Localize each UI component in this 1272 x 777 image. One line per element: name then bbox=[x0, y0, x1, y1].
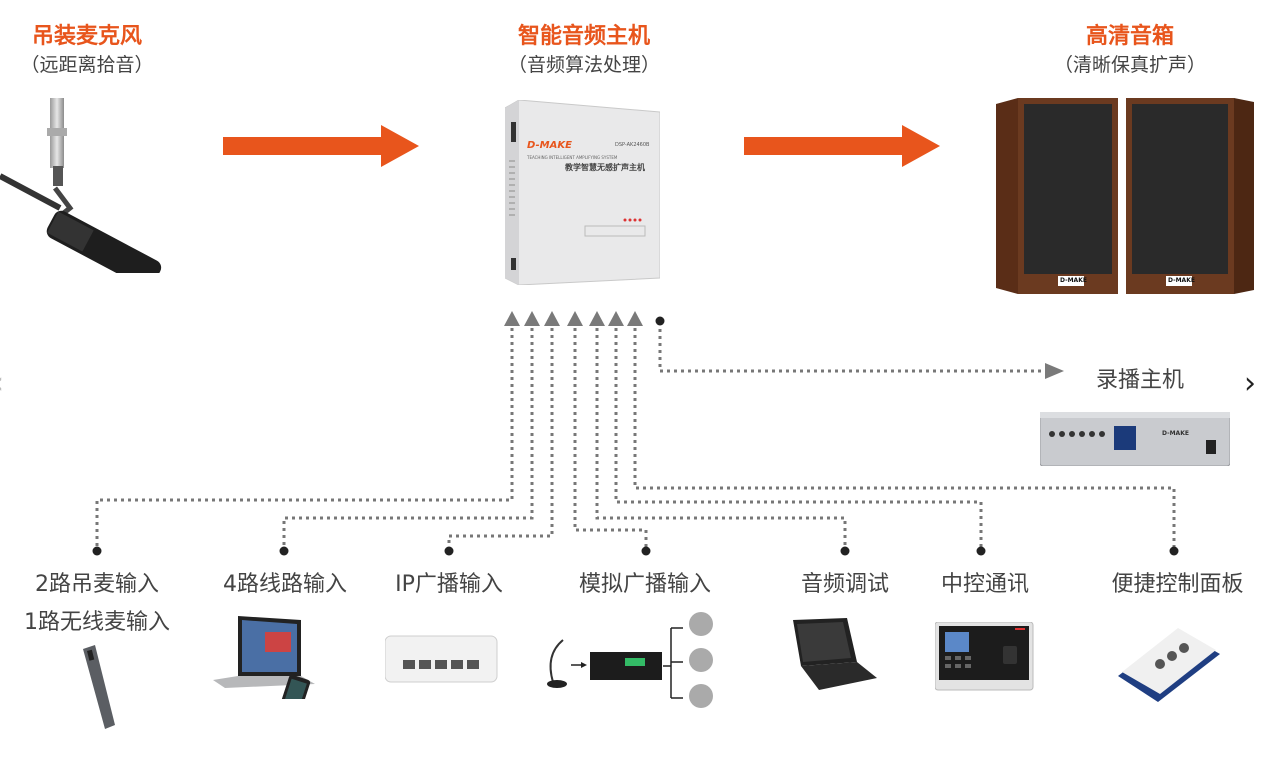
laptop-phone-image bbox=[213, 616, 315, 699]
host-subtitle: （音频算法处理） bbox=[507, 54, 660, 76]
arrow-mic-to-host bbox=[223, 125, 419, 167]
prev-arrow-icon[interactable]: ‹ bbox=[0, 366, 4, 401]
host-title: 智能音频主机 bbox=[517, 24, 650, 49]
speaker-title: 高清音箱 bbox=[1085, 24, 1174, 49]
recorder-device: D-MAKE bbox=[1040, 412, 1230, 466]
wireless-mic-image bbox=[83, 645, 115, 729]
central-control-terminal-image bbox=[935, 622, 1034, 691]
input-label-analog-broadcast: 模拟广播输入 bbox=[578, 572, 711, 597]
arrow-host-to-speaker bbox=[744, 125, 940, 167]
speaker-pair: D-MAKE D-MAKE bbox=[996, 98, 1258, 294]
speaker-subtitle: （清晰保真扩声） bbox=[1053, 54, 1206, 76]
input-label-ip-broadcast: IP广播输入 bbox=[395, 572, 503, 597]
input-label-mic: 2路吊麦输入 bbox=[35, 572, 159, 597]
host-model: DSP-AK2460B bbox=[615, 142, 650, 148]
input-label-central-control: 中控通讯 bbox=[940, 572, 1029, 597]
recorder-title: 录播主机 bbox=[1095, 368, 1184, 393]
speaker-right-brand: D-MAKE bbox=[1168, 277, 1195, 284]
input-label-control-panel: 便捷控制面板 bbox=[1111, 572, 1244, 597]
input-label-line: 4路线路输入 bbox=[223, 572, 347, 597]
mic-title: 吊装麦克风 bbox=[31, 24, 142, 49]
input-label-audio-debug: 音频调试 bbox=[800, 572, 889, 597]
audio-host-device: D-MAKE DSP-AK2460B TEACHING INTELLIGENT … bbox=[505, 100, 660, 285]
control-panel-image bbox=[1118, 628, 1220, 702]
recorder-brand: D-MAKE bbox=[1162, 430, 1189, 437]
host-name-line: 教学智慧无感扩声主机 bbox=[565, 163, 645, 172]
host-tagline: TEACHING INTELLIGENT AMPLIFYING SYSTEM bbox=[527, 155, 618, 160]
next-arrow-icon[interactable]: › bbox=[1244, 366, 1256, 401]
network-switch-image bbox=[385, 635, 498, 683]
host-brand: D-MAKE bbox=[527, 140, 572, 151]
hanging-microphone-image bbox=[0, 98, 162, 273]
mic-subtitle: （远距离拾音） bbox=[20, 54, 154, 76]
input-label-wireless-mic: 1路无线麦输入 bbox=[24, 610, 170, 635]
speaker-left-brand: D-MAKE bbox=[1060, 277, 1087, 284]
laptop-image bbox=[793, 618, 877, 690]
analog-broadcast-setup-image bbox=[547, 612, 713, 708]
